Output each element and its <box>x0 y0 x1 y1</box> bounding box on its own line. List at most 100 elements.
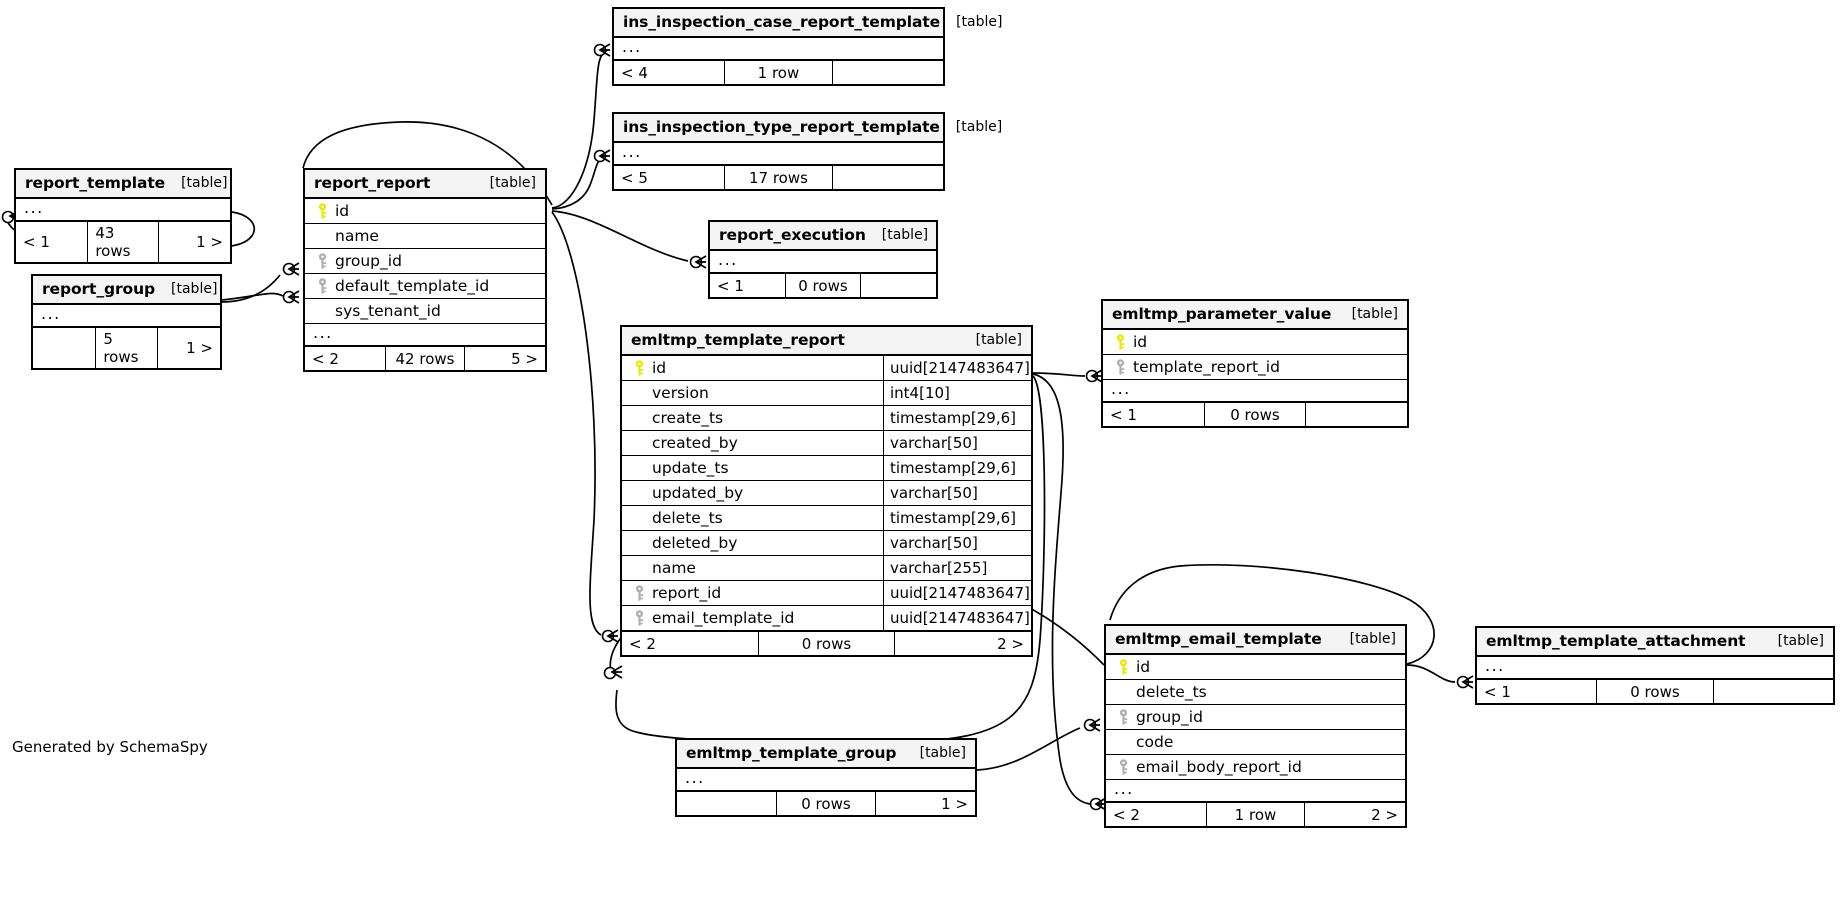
table-row[interactable]: email_body_report_id <box>1106 755 1405 780</box>
table-header-ins_inspection_case_report_template[interactable]: ins_inspection_case_report_template[tabl… <box>614 9 1002 38</box>
column-name: id <box>1133 333 1148 351</box>
table-header-report_group[interactable]: report_group [table] <box>33 276 220 305</box>
key-slot <box>1114 758 1132 776</box>
key-slot <box>1114 658 1132 676</box>
table-row[interactable]: sys_tenant_id <box>305 299 545 324</box>
key-slot <box>630 609 648 627</box>
column-name: email_template_id <box>652 609 795 627</box>
more-columns-ellipsis: ... <box>1103 380 1407 402</box>
foreign-key-icon <box>1119 708 1127 725</box>
table-type-label: [table] <box>975 332 1022 348</box>
table-type-label: [table] <box>171 281 218 297</box>
table-header-ins_inspection_type_report_template[interactable]: ins_inspection_type_report_template[tabl… <box>614 114 1002 143</box>
table-title: emltmp_template_attachment <box>1486 632 1746 650</box>
footer-center-rowcount: 1 row <box>1205 803 1306 826</box>
footer-center-rowcount: 17 rows <box>723 166 834 189</box>
table-header-report_execution[interactable]: report_execution [table] <box>710 222 936 251</box>
column-type: timestamp[29,6] <box>883 456 1031 480</box>
table-type-label: [table] <box>881 227 929 243</box>
table-row[interactable]: report_id uuid[2147483647] <box>622 581 1031 606</box>
table-row[interactable]: id <box>305 199 545 224</box>
table-title: emltmp_template_group <box>686 744 897 762</box>
column-name: report_id <box>652 584 722 602</box>
table-node-ins_inspection_type_report_template[interactable]: ins_inspection_type_report_template[tabl… <box>612 112 1002 191</box>
table-type-label: [table] <box>956 14 1003 30</box>
table-row[interactable]: name <box>305 224 545 249</box>
key-slot <box>313 202 331 220</box>
table-header-report_template[interactable]: report_template[table] <box>16 170 230 199</box>
table-type-label: [table] <box>489 175 536 191</box>
more-columns-ellipsis: ... <box>16 199 230 221</box>
footer-center-rowcount: 43 rows <box>87 222 159 262</box>
table-header-emltmp_email_template[interactable]: emltmp_email_template[table] <box>1106 626 1405 655</box>
table-row[interactable]: id <box>1106 655 1405 680</box>
column-name: created_by <box>652 434 738 452</box>
footer-left-relcount: < 1 <box>717 276 744 295</box>
table-row[interactable]: template_report_id <box>1103 355 1407 380</box>
table-row[interactable]: group_id <box>1106 705 1405 730</box>
key-slot <box>1111 358 1129 376</box>
table-header-report_report[interactable]: report_report[table] <box>305 170 545 199</box>
table-row[interactable]: code <box>1106 730 1405 755</box>
table-row[interactable]: delete_ts timestamp[29,6] <box>622 506 1031 531</box>
more-columns-ellipsis: ... <box>677 769 975 791</box>
table-row[interactable]: id <box>1103 330 1407 355</box>
table-type-label: [table] <box>181 175 228 191</box>
column-type: varchar[255] <box>883 556 1031 580</box>
footer-left-relcount: < 2 <box>629 634 656 653</box>
column-name: group_id <box>335 252 402 270</box>
footer-right-relcount <box>1306 403 1407 426</box>
column-name: code <box>1136 733 1174 751</box>
table-node-emltmp_parameter_value[interactable]: emltmp_parameter_value[table]id template_… <box>1101 299 1409 428</box>
primary-key-icon <box>1116 333 1124 350</box>
column-type: uuid[2147483647] <box>883 356 1031 380</box>
table-node-ins_inspection_case_report_template[interactable]: ins_inspection_case_report_template[tabl… <box>612 7 1002 86</box>
footer-center-rowcount: 0 rows <box>776 792 876 815</box>
table-row[interactable]: default_template_id <box>305 274 545 299</box>
more-columns-ellipsis: ... <box>305 324 545 346</box>
table-row[interactable]: group_id <box>305 249 545 274</box>
footer-center-rowcount: 0 rows <box>1204 403 1306 426</box>
table-header-emltmp_template_group[interactable]: emltmp_template_group[table] <box>677 740 975 769</box>
table-header-emltmp_template_report[interactable]: emltmp_template_report[table] <box>622 327 1031 356</box>
column-type: timestamp[29,6] <box>883 506 1031 530</box>
key-slot <box>1111 333 1129 351</box>
primary-key-icon <box>635 359 643 376</box>
table-row[interactable]: delete_ts <box>1106 680 1405 705</box>
column-name: updated_by <box>652 484 744 502</box>
column-type: uuid[2147483647] <box>883 581 1031 605</box>
table-title: report_execution <box>719 226 866 244</box>
foreign-key-icon <box>635 609 643 626</box>
table-header-emltmp_parameter_value[interactable]: emltmp_parameter_value[table] <box>1103 301 1407 330</box>
key-slot <box>630 584 648 602</box>
column-name: delete_ts <box>652 509 723 527</box>
key-slot <box>630 359 648 377</box>
table-header-emltmp_template_attachment[interactable]: emltmp_template_attachment[table] <box>1477 628 1833 657</box>
column-name: default_template_id <box>335 277 490 295</box>
table-title: report_group <box>42 280 156 298</box>
footer-left-relcount: < 4 <box>621 63 648 82</box>
footer-left-relcount <box>677 792 776 815</box>
footer-left-relcount <box>33 328 95 368</box>
